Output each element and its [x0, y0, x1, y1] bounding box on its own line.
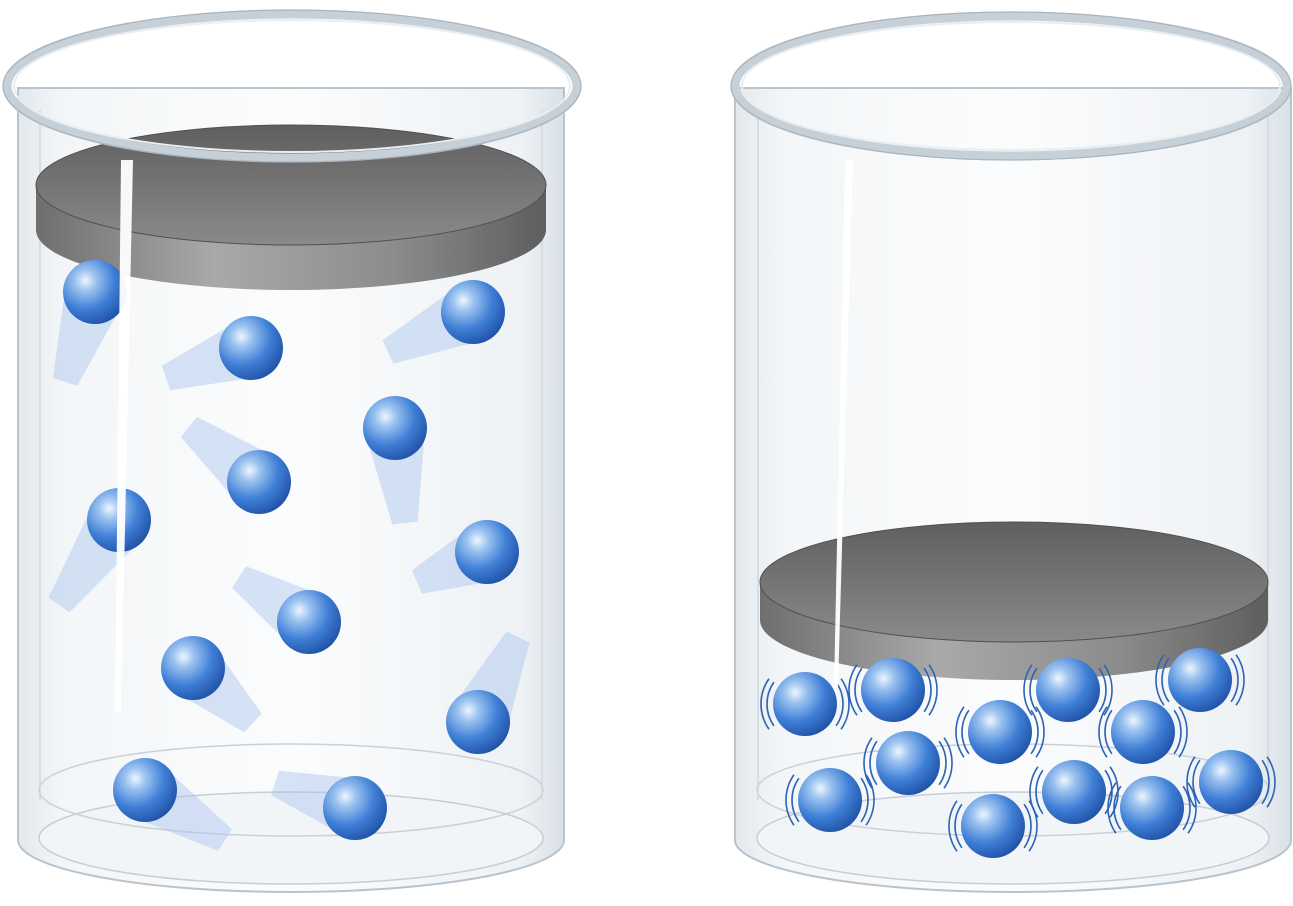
particle	[113, 758, 177, 822]
particle	[1111, 700, 1175, 764]
particle	[1168, 648, 1232, 712]
particle	[363, 396, 427, 460]
particle	[446, 690, 510, 754]
particle	[441, 280, 505, 344]
particle	[961, 794, 1025, 858]
particle	[1120, 776, 1184, 840]
particle	[227, 450, 291, 514]
cylinder-right	[731, 12, 1291, 892]
particle	[876, 731, 940, 795]
particle	[861, 658, 925, 722]
particle	[1199, 750, 1263, 814]
particle	[323, 776, 387, 840]
particle	[277, 590, 341, 654]
particle	[798, 768, 862, 832]
particle	[773, 672, 837, 736]
particle	[63, 260, 127, 324]
particle	[1036, 658, 1100, 722]
particle	[968, 700, 1032, 764]
particle	[1042, 760, 1106, 824]
particle	[219, 316, 283, 380]
particle	[455, 520, 519, 584]
particle	[161, 636, 225, 700]
cylinder-left	[3, 10, 581, 892]
